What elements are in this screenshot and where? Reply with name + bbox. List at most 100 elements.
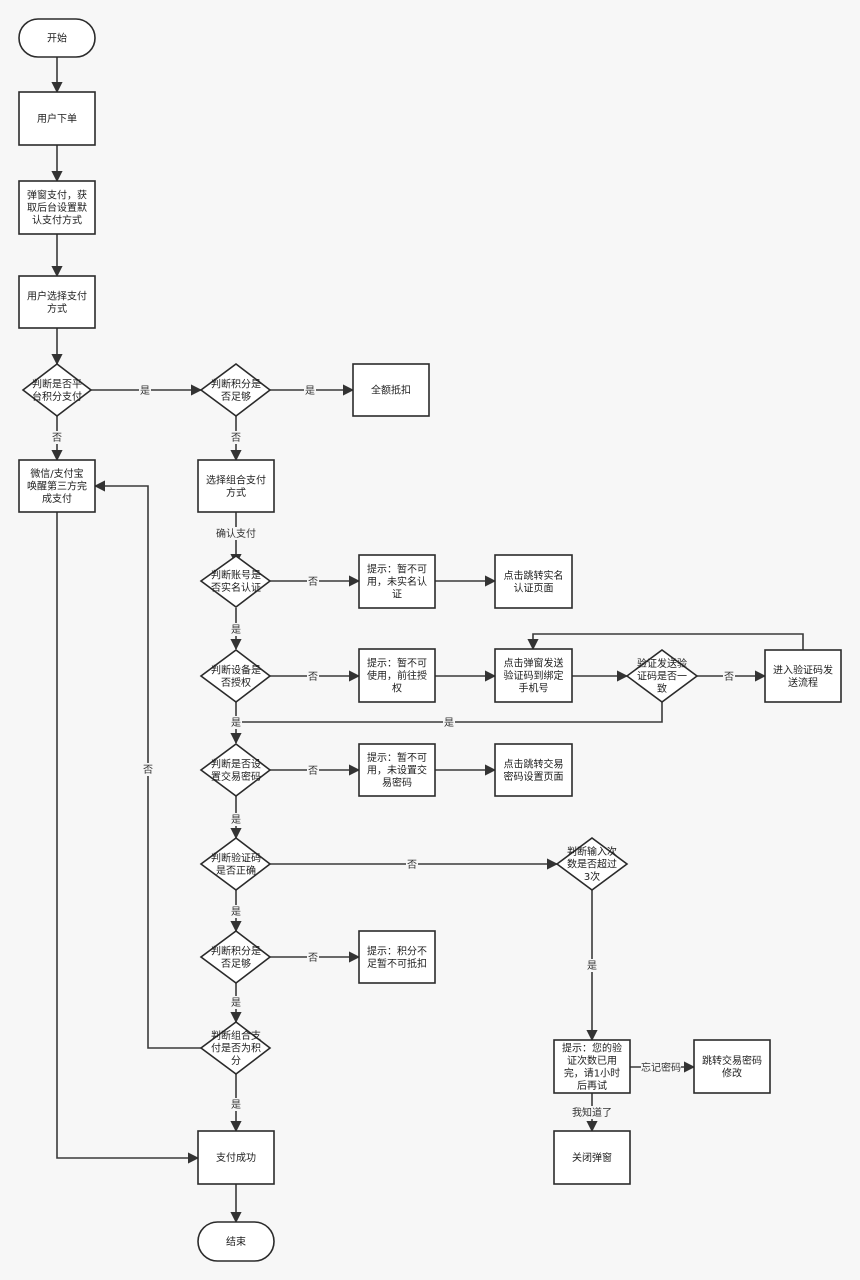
node-jump-pwd-text-line-2: 密码设置页面 [504,770,564,783]
decision-pwd-set: 判断是否设置交易密码 [199,742,272,798]
edge-resend-sendcode [527,633,804,651]
decision-code-match-text: 验证发送验证码是否一致 [637,657,687,695]
decision-combo-points-text-line-1: 判断组合支 [211,1029,261,1042]
label-no-platform: 否 [52,432,62,444]
label-no-enough2: 否 [308,952,318,964]
label-yes-pwdset: 是 [231,814,241,826]
decision-enough-1-text-line-1: 判断积分是 [211,377,261,390]
label-no-enough1: 否 [231,432,241,444]
node-send-code: 点击弹窗发送验证码到绑定手机号 [494,648,573,703]
decision-realname-text-line-2: 否实名认证 [211,581,261,594]
decision-combo-points-text-line-2: 付是否为积 [211,1042,261,1055]
node-start: 开始 [18,18,96,58]
node-combo-pay-text-line-1: 选择组合支付 [206,473,266,486]
node-tip-realname-text-line-1: 提示：暂不可 [367,564,427,576]
node-popup-text-line-1: 弹窗支付，获 [27,189,87,202]
decision-input-times-text-line-3: 3次 [584,870,600,883]
label-no-pwdset: 否 [308,765,318,777]
decision-code-match: 验证发送验证码是否一致 [625,649,699,703]
decision-input-times-text-line-2: 数是否超过 [567,858,617,871]
node-tip-locked: 提示：您的验证次数已用完，请1小时后再试 [553,1039,631,1094]
decision-pwd-set-text-line-1: 判断是否设 [211,757,261,770]
node-jump-modify-text-line-1: 跳转交易密码 [702,1054,762,1067]
node-send-code-text-line-2: 验证码到绑定 [504,669,564,682]
node-end-text-line-1: 结束 [226,1235,246,1248]
node-end-text: 结束 [226,1235,246,1248]
node-choose: 用户选择支付方式 [18,275,96,329]
node-tip-realname-text: 提示：暂不可用，未实名认证 [367,564,427,601]
node-tip-insufficient-text-line-2: 足暂不可抵扣 [367,957,427,970]
label-yes-times: 是 [587,960,597,972]
decision-combo-points-text: 判断组合支付是否为积分 [211,1029,261,1067]
decision-pwd-set-text: 判断是否设置交易密码 [211,757,261,783]
decision-verify-code-text-line-2: 是否正确 [216,864,256,877]
node-jump-modify-text: 跳转交易密码修改 [702,1054,762,1080]
node-tip-device-text-line-3: 权 [392,682,402,695]
decision-platform-points-text-line-1: 判断是否平 [32,377,82,390]
decision-realname-text: 判断账号是否实名认证 [211,568,261,594]
decision-code-match-text-line-3: 致 [657,682,667,695]
node-start-text: 开始 [47,32,67,45]
node-tip-locked-text-line-4: 后再试 [577,1079,607,1092]
decision-verify-code: 判断验证码是否正确 [199,836,272,892]
label-yes-combopoints: 是 [231,1099,241,1111]
node-resend-flow-text-line-2: 送流程 [788,676,818,689]
label-no-combopoints: 否 [143,764,153,776]
node-tip-insufficient: 提示：积分不足暂不可抵扣 [358,930,436,984]
label-confirm-pay: 确认支付 [216,527,256,540]
node-tip-pwd-text-line-2: 用，未设置交 [367,764,427,777]
node-jump-realname: 点击跳转实名认证页面 [494,554,573,609]
node-tip-insufficient-text: 提示：积分不足暂不可抵扣 [367,945,427,970]
node-pay-success: 支付成功 [197,1130,275,1185]
node-order-text: 用户下单 [37,112,77,125]
decision-device-text: 判断设备是否授权 [211,663,261,689]
node-wechat-alipay-text-line-1: 微信/支付宝 [30,467,83,480]
node-tip-locked-text-line-2: 证次数已用 [567,1054,617,1067]
node-combo-pay-text-line-2: 方式 [226,486,246,499]
node-full-deduct: 全额抵扣 [352,363,430,417]
node-tip-locked-text: 提示：您的验证次数已用完，请1小时后再试 [562,1041,622,1092]
edge-codeok-pwdset [236,701,663,723]
label-no-realname: 否 [308,576,318,588]
decision-realname-text-line-1: 判断账号是 [211,568,261,581]
node-tip-device: 提示：暂不可使用，前往授权 [358,648,436,703]
decision-code-match-text-line-1: 验证发送验 [637,657,687,670]
decision-enough-2-text-line-2: 否足够 [221,958,251,970]
decision-verify-code-text: 判断验证码是否正确 [211,851,261,877]
label-yes-realname: 是 [231,624,241,636]
node-tip-locked-text-line-3: 完，请1小时 [564,1066,620,1079]
label-forgot-password: 忘记密码 [641,1061,681,1074]
decision-enough-1: 判断积分是否足够 [199,362,272,418]
node-jump-realname-text: 点击跳转实名认证页面 [504,569,564,595]
decision-code-match-text-line-2: 证码是否一 [637,671,687,683]
node-tip-locked-text-line-1: 提示：您的验 [562,1041,622,1054]
node-tip-insufficient-text-line-1: 提示：积分不 [367,945,427,957]
node-resend-flow: 进入验证码发送流程 [764,649,842,703]
decision-realname: 判断账号是否实名认证 [199,555,272,609]
decision-verify-code-text-line-1: 判断验证码 [211,851,261,864]
node-order-text-line-1: 用户下单 [37,112,77,125]
node-jump-realname-text-line-2: 认证页面 [514,581,554,594]
node-jump-modify-text-line-2: 修改 [722,1066,742,1079]
node-send-code-text-line-3: 手机号 [519,682,549,695]
node-combo-pay-text: 选择组合支付方式 [206,473,266,499]
node-resend-flow-text: 进入验证码发送流程 [773,663,833,689]
node-send-code-text-line-1: 点击弹窗发送 [504,657,564,670]
label-yes-enough1: 是 [305,385,315,397]
node-jump-realname-text-line-1: 点击跳转实名 [504,569,564,582]
node-close-popup-text: 关闭弹窗 [572,1151,612,1164]
node-tip-realname-text-line-2: 用，未实名认 [367,575,427,588]
decision-enough-2-text: 判断积分是否足够 [211,944,261,970]
node-jump-modify: 跳转交易密码修改 [693,1039,771,1094]
node-combo-pay: 选择组合支付方式 [197,459,275,513]
edge-wechat-success [56,512,200,1164]
node-choose-text: 用户选择支付方式 [27,289,87,315]
decision-combo-points: 判断组合支付是否为积分 [199,1020,272,1076]
label-yes-device: 是 [231,717,241,729]
node-send-code-text: 点击弹窗发送验证码到绑定手机号 [504,657,564,695]
decision-input-times-text-line-1: 判断输入次 [567,845,617,858]
node-wechat-alipay-text: 微信/支付宝唤醒第三方完成支付 [27,467,87,505]
